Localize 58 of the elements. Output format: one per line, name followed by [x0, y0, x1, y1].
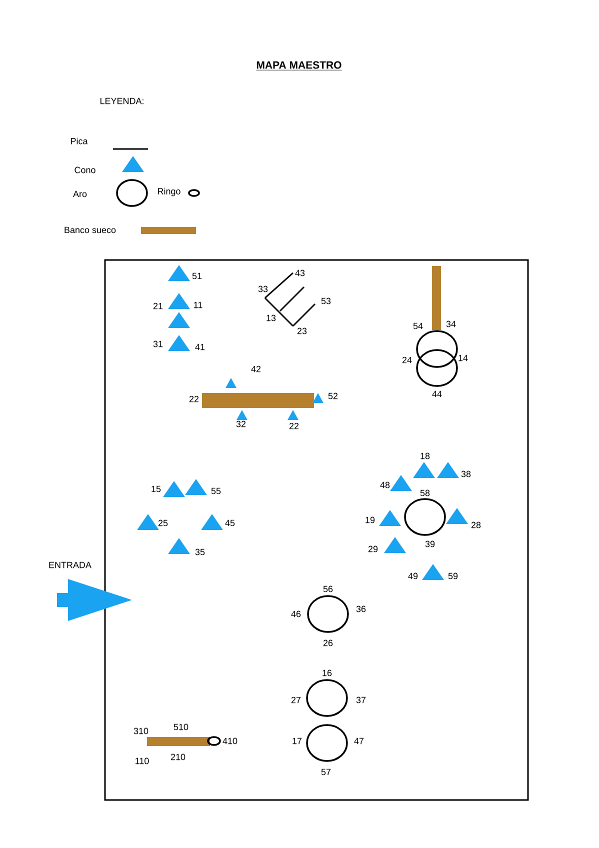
position-number: 46 — [291, 610, 301, 618]
position-number: 38 — [461, 470, 471, 478]
position-number: 54 — [413, 322, 423, 330]
position-number: 210 — [170, 754, 186, 760]
position-number: 44 — [432, 390, 442, 398]
position-number: 13 — [266, 314, 276, 322]
position-number: 27 — [291, 696, 301, 704]
position-number: 19 — [366, 516, 375, 524]
position-number: 16 — [322, 670, 332, 676]
position-number: 35 — [195, 548, 205, 556]
position-number: 28 — [471, 522, 481, 528]
position-number: 49 — [408, 572, 418, 580]
legend-label: Banco sueco — [64, 226, 116, 234]
position-number: 55 — [211, 488, 221, 494]
position-number: 45 — [225, 520, 235, 526]
position-number: 11 — [194, 302, 202, 308]
position-number: 43 — [295, 270, 305, 276]
position-number: 110 — [136, 758, 149, 764]
position-number: 37 — [356, 696, 366, 704]
position-number: 510 — [174, 724, 188, 730]
position-number: 47 — [354, 738, 364, 744]
legend-label: Aro — [73, 190, 87, 198]
position-number: 59 — [448, 572, 458, 580]
position-number: 34 — [446, 320, 456, 328]
position-number: 48 — [380, 482, 390, 488]
position-number: 22 — [289, 422, 299, 430]
position-number: 15 — [152, 486, 161, 492]
position-number: 41 — [195, 344, 205, 350]
position-number: 14 — [458, 354, 468, 362]
position-number: 18 — [420, 452, 430, 460]
position-number: 53 — [321, 298, 331, 304]
position-number: 410 — [222, 738, 238, 744]
position-number: 26 — [323, 640, 333, 646]
position-number: 52 — [328, 392, 338, 400]
legend-label: Pica — [70, 138, 88, 144]
position-number: 25 — [158, 520, 168, 526]
position-number: 51 — [192, 272, 202, 280]
position-number: 56 — [323, 586, 333, 592]
position-number: 39 — [425, 540, 435, 548]
position-number: 310 — [134, 728, 148, 734]
legend-heading: LEYENDA: — [100, 98, 144, 104]
position-number: 42 — [251, 366, 261, 372]
title: MAPA MAESTRO — [256, 61, 342, 70]
legend-label: Ringo — [158, 188, 180, 196]
legend-label: Cono — [74, 166, 96, 174]
position-number: 29 — [368, 546, 378, 552]
entrance-label: ENTRADA — [49, 562, 92, 568]
position-number: 23 — [297, 328, 307, 334]
position-number: 17 — [292, 738, 302, 744]
position-number: 22 — [189, 396, 199, 402]
position-number: 31 — [153, 340, 163, 348]
position-number: 32 — [236, 420, 246, 428]
position-number: 21 — [153, 302, 163, 310]
position-number: 36 — [356, 606, 366, 612]
position-number: 33 — [258, 286, 268, 292]
position-number: 24 — [402, 356, 412, 364]
position-number: 57 — [321, 768, 331, 776]
position-number: 58 — [420, 490, 430, 496]
